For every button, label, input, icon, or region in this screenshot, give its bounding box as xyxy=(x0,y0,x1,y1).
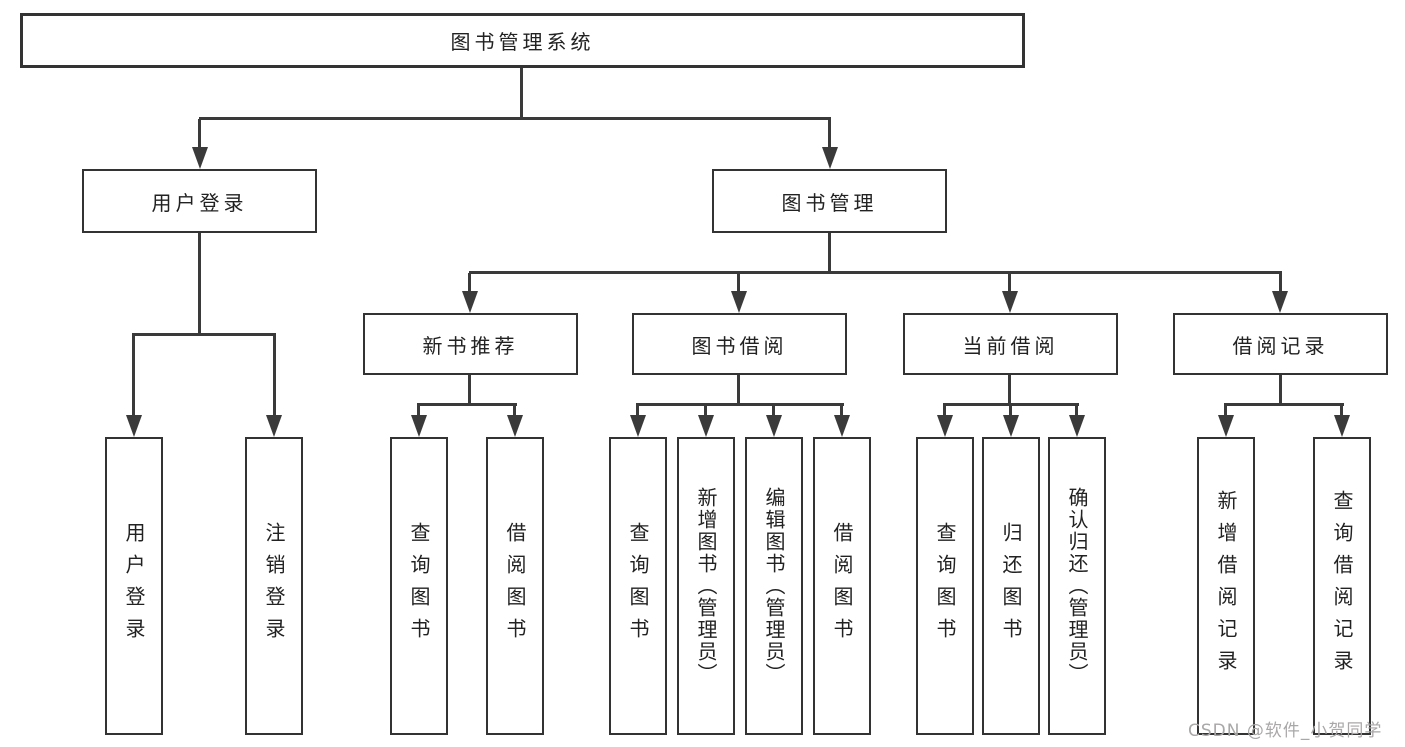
leaf-borrow-edit-books-admin-label: 编辑图书（管理员） xyxy=(762,487,786,685)
arrowhead-down-icon xyxy=(192,147,208,169)
arrowhead-down-icon xyxy=(1218,415,1234,437)
leaf-recommend-borrow-books: 借阅图书 xyxy=(486,437,544,735)
node-borrow-records-label: 借阅记录 xyxy=(1232,333,1329,358)
connector-vline xyxy=(132,335,135,417)
arrowhead-down-icon xyxy=(507,415,523,437)
leaf-current-query-books: 查询图书 xyxy=(916,437,974,735)
node-borrow-records: 借阅记录 xyxy=(1173,313,1388,375)
leaf-borrow-borrow-books: 借阅图书 xyxy=(813,437,871,735)
node-book-management: 图书管理 xyxy=(712,169,947,233)
connector-vline xyxy=(468,273,471,293)
connector-vline xyxy=(828,119,831,149)
connector-vline xyxy=(704,405,707,417)
arrowhead-down-icon xyxy=(731,291,747,313)
leaf-records-add-record: 新增借阅记录 xyxy=(1197,437,1255,735)
leaf-current-return-books-label: 归还图书 xyxy=(999,522,1023,650)
leaf-logout: 注销登录 xyxy=(245,437,303,735)
connector-vline xyxy=(1279,375,1282,405)
arrowhead-down-icon xyxy=(126,415,142,437)
node-book-management-label: 图书管理 xyxy=(781,190,878,215)
connector-hline xyxy=(1224,403,1344,406)
arrowhead-down-icon xyxy=(1002,291,1018,313)
leaf-logout-label: 注销登录 xyxy=(262,522,286,650)
arrowhead-down-icon xyxy=(766,415,782,437)
leaf-borrow-query-books: 查询图书 xyxy=(609,437,667,735)
leaf-recommend-query-books-label: 查询图书 xyxy=(407,522,431,650)
node-current-borrow: 当前借阅 xyxy=(903,313,1118,375)
leaf-borrow-add-books-admin-label: 新增图书（管理员） xyxy=(694,487,718,685)
node-library-system-label: 图书管理系统 xyxy=(450,30,595,54)
leaf-current-query-books-label: 查询图书 xyxy=(933,522,957,650)
node-book-borrow-label: 图书借阅 xyxy=(691,333,788,358)
arrowhead-down-icon xyxy=(1334,415,1350,437)
arrowhead-down-icon xyxy=(411,415,427,437)
node-book-borrow: 图书借阅 xyxy=(632,313,847,375)
leaf-borrow-query-books-label: 查询图书 xyxy=(626,522,650,650)
arrowhead-down-icon xyxy=(266,415,282,437)
arrowhead-down-icon xyxy=(462,291,478,313)
arrowhead-down-icon xyxy=(937,415,953,437)
leaf-current-confirm-return-admin: 确认归还（管理员） xyxy=(1048,437,1106,735)
connector-vline xyxy=(1340,405,1343,417)
leaf-user-login-label: 用户登录 xyxy=(122,522,146,650)
connector-vline xyxy=(198,233,201,335)
arrowhead-down-icon xyxy=(630,415,646,437)
connector-vline xyxy=(1224,405,1227,417)
arrowhead-down-icon xyxy=(1069,415,1085,437)
connector-vline xyxy=(737,375,740,405)
arrowhead-down-icon xyxy=(1272,291,1288,313)
arrowhead-down-icon xyxy=(698,415,714,437)
leaf-records-add-record-label: 新增借阅记录 xyxy=(1214,490,1238,682)
connector-vline xyxy=(198,119,201,149)
node-user-login-branch-label: 用户登录 xyxy=(151,190,248,215)
node-library-system: 图书管理系统 xyxy=(20,13,1025,68)
node-current-borrow-label: 当前借阅 xyxy=(962,333,1059,358)
connector-vline xyxy=(828,233,831,273)
connector-hline xyxy=(417,403,517,406)
connector-vline xyxy=(520,68,523,120)
leaf-current-confirm-return-admin-label: 确认归还（管理员） xyxy=(1065,487,1089,685)
node-user-login-branch: 用户登录 xyxy=(82,169,317,233)
connector-vline xyxy=(1279,273,1282,293)
leaf-borrow-edit-books-admin: 编辑图书（管理员） xyxy=(745,437,803,735)
arrowhead-down-icon xyxy=(1003,415,1019,437)
leaf-current-return-books: 归还图书 xyxy=(982,437,1040,735)
node-new-book-recommend-label: 新书推荐 xyxy=(422,333,519,358)
arrowhead-down-icon xyxy=(822,147,838,169)
connector-vline xyxy=(1008,273,1011,293)
leaf-recommend-borrow-books-label: 借阅图书 xyxy=(503,522,527,650)
connector-vline xyxy=(513,405,516,417)
leaf-records-query-record: 查询借阅记录 xyxy=(1313,437,1371,735)
leaf-borrow-add-books-admin: 新增图书（管理员） xyxy=(677,437,735,735)
node-new-book-recommend: 新书推荐 xyxy=(363,313,578,375)
connector-vline xyxy=(737,273,740,293)
connector-vline xyxy=(468,375,471,405)
leaf-borrow-borrow-books-label: 借阅图书 xyxy=(830,522,854,650)
connector-vline xyxy=(772,405,775,417)
connector-vline xyxy=(840,405,843,417)
connector-vline xyxy=(1008,375,1011,405)
leaf-user-login: 用户登录 xyxy=(105,437,163,735)
leaf-recommend-query-books: 查询图书 xyxy=(390,437,448,735)
leaf-records-query-record-label: 查询借阅记录 xyxy=(1330,490,1354,682)
connector-vline xyxy=(1075,405,1078,417)
connector-hline xyxy=(469,271,1282,274)
watermark: CSDN @软件_小贺同学 xyxy=(1188,721,1383,741)
connector-vline xyxy=(1009,405,1012,417)
connector-vline xyxy=(636,405,639,417)
connector-hline xyxy=(199,117,831,120)
connector-vline xyxy=(273,335,276,417)
connector-hline xyxy=(943,403,1079,406)
arrowhead-down-icon xyxy=(834,415,850,437)
connector-vline xyxy=(417,405,420,417)
connector-hline xyxy=(636,403,844,406)
connector-hline xyxy=(132,333,276,336)
connector-vline xyxy=(943,405,946,417)
